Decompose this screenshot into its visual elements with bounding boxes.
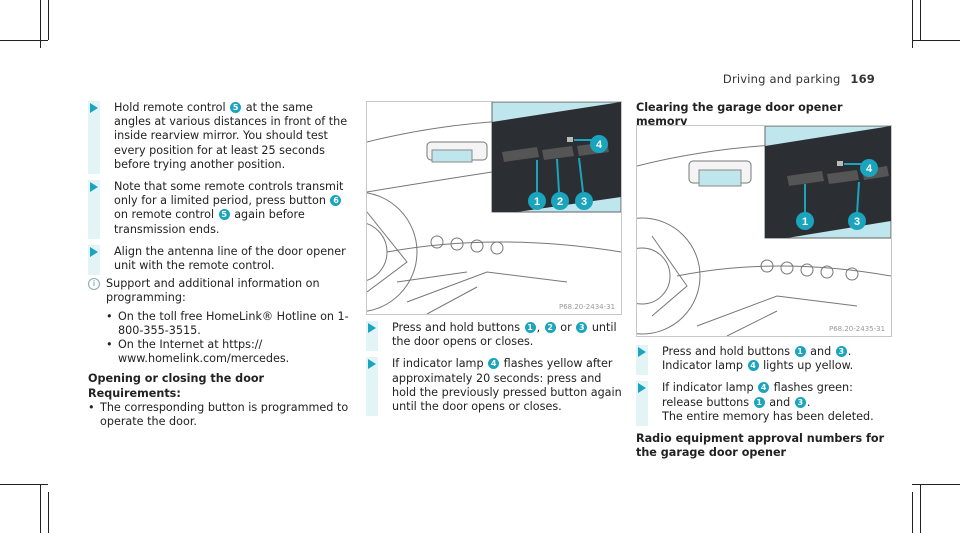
note-text: Support and additional information on pr…	[106, 277, 320, 305]
step-text: at the same angles at various distances …	[114, 101, 348, 171]
instruction-step: If indicator lamp 4 flashes green: relea…	[636, 381, 896, 426]
page-number: 169	[850, 72, 875, 86]
list-item[interactable]: On the Internet at https:// www.homelink…	[88, 338, 350, 366]
instruction-step: Note that some remote controls transmit …	[88, 180, 350, 239]
callout-1: 1	[794, 346, 806, 357]
callout-1: 1	[524, 322, 536, 333]
car-interior-illustration: 1 2 3 4 P68.20-2434-31	[367, 102, 621, 314]
requirement-item: The corresponding button is programmed t…	[88, 401, 350, 429]
figure-code: P68.20-2434-31	[559, 303, 615, 311]
callout-4: 4	[747, 360, 759, 372]
column-left: Hold remote control 5 at the same angles…	[88, 101, 350, 429]
step-text: lights up yellow.	[759, 359, 854, 373]
crop-mark	[48, 492, 49, 533]
step-arrow-icon	[368, 359, 376, 370]
step-text: until the door opens or closes.	[392, 321, 617, 349]
step-text: If indicator lamp	[392, 357, 488, 371]
callout-3: 3	[576, 322, 588, 333]
step-text: If indicator lamp	[662, 381, 758, 395]
step-arrow-icon	[638, 383, 646, 394]
callout-3: 3	[854, 216, 860, 228]
crop-mark	[40, 485, 41, 533]
callout-1: 1	[534, 196, 540, 208]
callout-5: 5	[218, 209, 230, 221]
figure-clear-memory: 1 3 4 P68.20-2435-31	[636, 125, 892, 337]
step-text: flashes yellow after approximately 20 se…	[392, 357, 622, 414]
info-note: i Support and additional information on …	[88, 277, 350, 305]
step-text: on remote control	[114, 208, 218, 222]
callout-3: 3	[581, 196, 587, 208]
callout-4: 4	[758, 382, 770, 394]
column-right-text: Press and hold buttons 1 and 3. Indicato…	[636, 345, 896, 460]
instruction-step: Align the antenna line of the door opene…	[88, 244, 350, 276]
figure-code: P68.20-2435-31	[829, 325, 885, 333]
car-interior-illustration: 1 3 4 P68.20-2435-31	[637, 126, 891, 336]
crop-mark	[48, 0, 49, 40]
crop-mark	[40, 0, 41, 48]
step-text: The entire memory has been deleted.	[662, 409, 874, 423]
callout-2: 2	[544, 322, 556, 333]
step-arrow-icon	[368, 323, 376, 333]
info-icon: i	[88, 278, 100, 291]
crop-mark	[920, 485, 921, 533]
step-text: or	[556, 321, 576, 334]
crop-mark	[920, 0, 921, 40]
section-heading: Opening or closing the door	[88, 372, 265, 386]
step-arrow-icon	[90, 103, 98, 113]
crop-mark	[912, 492, 913, 533]
callout-1: 1	[753, 396, 765, 408]
step-text: Hold remote control	[114, 101, 230, 114]
step-arrow-icon	[90, 182, 98, 193]
step-text: and	[806, 345, 835, 358]
step-text: flashes green: release buttons	[662, 381, 853, 409]
step-text: Align the antenna line of the door opene…	[114, 244, 346, 273]
step-text: Indicator lamp	[662, 359, 747, 373]
step-text: .	[806, 395, 811, 409]
instruction-step: Press and hold buttons 1 and 3. Indicato…	[636, 345, 896, 376]
figure-remote-buttons: 1 2 3 4 P68.20-2434-31	[366, 101, 622, 315]
section-title: Driving and parking	[722, 72, 841, 86]
callout-4: 4	[488, 358, 500, 370]
crop-mark	[912, 0, 913, 48]
instruction-step: If indicator lamp 4 flashes yellow after…	[366, 357, 624, 417]
crop-mark	[0, 484, 48, 485]
requirements-heading: Requirements:	[88, 386, 181, 400]
step-arrow-icon	[638, 347, 646, 357]
callout-4: 4	[866, 163, 873, 175]
list-item: On the toll free HomeLink® Hotline on 1-…	[88, 310, 350, 338]
callout-4: 4	[596, 139, 603, 151]
step-text: .	[847, 345, 852, 358]
crop-mark	[0, 40, 48, 41]
step-text: again before transmission ends.	[114, 208, 305, 236]
step-text: Press and hold buttons	[392, 321, 524, 334]
column-middle: Press and hold buttons 1, 2 or 3 until t…	[366, 321, 624, 422]
section-heading: Radio equipment approval numbers for the…	[636, 432, 885, 460]
step-arrow-icon	[90, 246, 98, 257]
callout-5: 5	[230, 102, 242, 113]
step-text: Note that some remote controls transmit …	[114, 180, 344, 208]
section-heading: Clearing the garage door opener memory	[636, 101, 843, 129]
callout-1: 1	[802, 216, 808, 228]
crop-mark	[912, 40, 960, 41]
callout-2: 2	[557, 196, 563, 208]
instruction-step: Hold remote control 5 at the same angles…	[88, 101, 350, 175]
callout-3: 3	[794, 396, 806, 408]
step-text: Press and hold buttons	[662, 345, 794, 358]
instruction-step: Press and hold buttons 1, 2 or 3 until t…	[366, 321, 624, 352]
callout-6: 6	[330, 195, 342, 207]
step-text: ,	[536, 321, 544, 334]
callout-3: 3	[835, 346, 847, 357]
page-header: Driving and parking 169	[723, 72, 875, 86]
crop-mark	[912, 484, 960, 485]
column-right: Clearing the garage door opener memory	[636, 101, 896, 129]
step-text: and	[765, 395, 794, 409]
